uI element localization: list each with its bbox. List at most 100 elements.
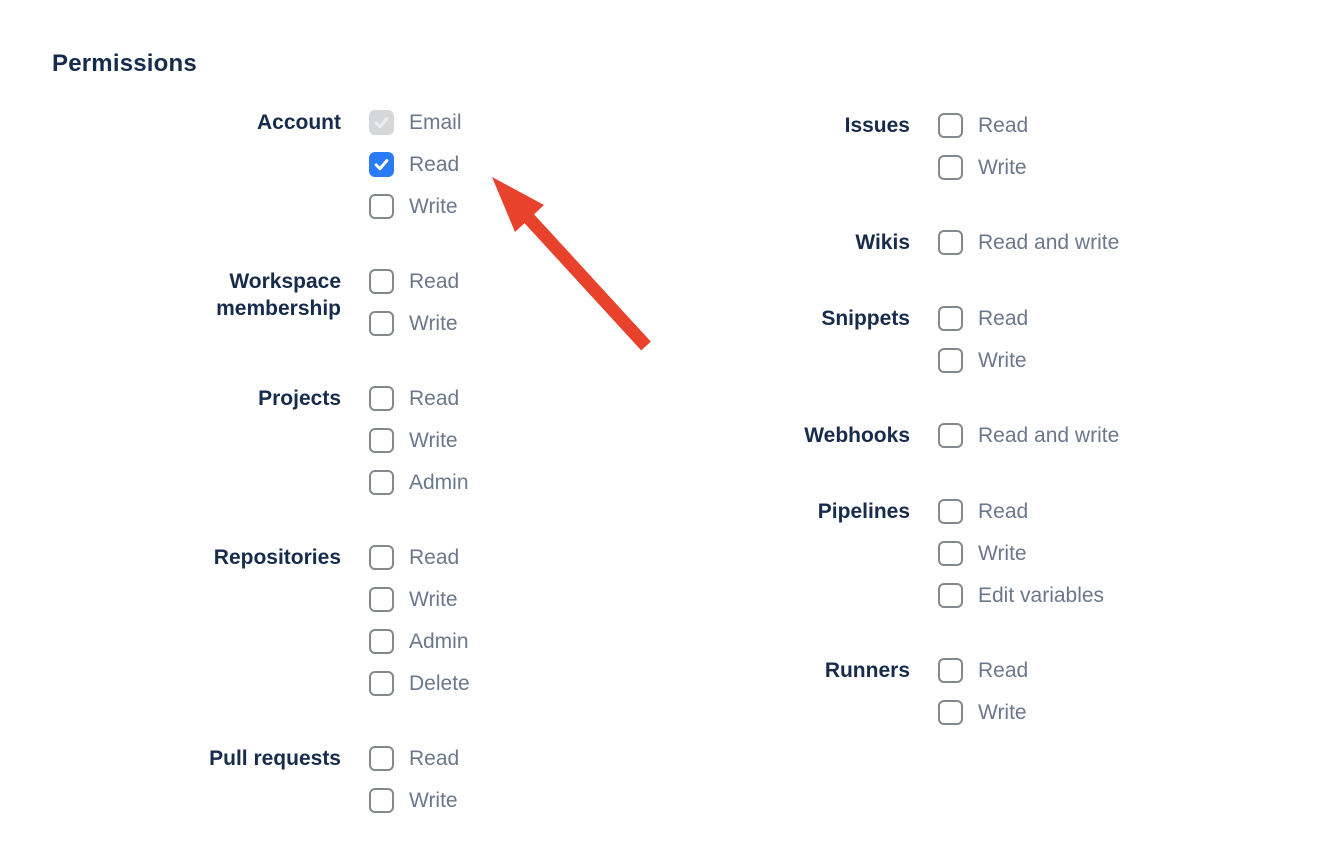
checkbox-issues-read[interactable] — [938, 113, 963, 138]
option-wikis-read-and-write[interactable]: Read and write — [938, 230, 1119, 255]
option-label-webhooks-read-and-write: Read and write — [978, 424, 1120, 447]
checkbox-runners-write[interactable] — [938, 700, 963, 725]
checkbox-workspace-membership-read[interactable] — [369, 269, 394, 294]
checkbox-webhooks-read-and-write[interactable] — [938, 423, 963, 448]
option-label-repositories-write: Write — [409, 588, 458, 611]
option-issues-read[interactable]: Read — [938, 113, 1028, 138]
checkbox-workspace-membership-write[interactable] — [369, 311, 394, 336]
checkbox-projects-write[interactable] — [369, 428, 394, 453]
option-projects-read[interactable]: Read — [369, 386, 469, 411]
option-label-projects-write: Write — [409, 429, 458, 452]
permissions-column-left: Account Email Read Write Workspace membe… — [52, 110, 470, 813]
option-label-account-read: Read — [409, 153, 460, 176]
permission-options: Read Write Admin — [369, 386, 469, 495]
group-label-wikis: Wikis — [855, 231, 910, 254]
group-label-projects: Projects — [258, 387, 341, 410]
group-issues: Issues Read Write — [660, 113, 1119, 180]
checkbox-projects-admin[interactable] — [369, 470, 394, 495]
group-label-repositories: Repositories — [213, 546, 341, 569]
option-label-runners-read: Read — [978, 659, 1029, 682]
checkbox-repositories-delete[interactable] — [369, 671, 394, 696]
option-workspace-membership-read[interactable]: Read — [369, 269, 459, 294]
option-issues-write[interactable]: Write — [938, 155, 1028, 180]
option-pipelines-edit-variables[interactable]: Edit variables — [938, 583, 1104, 608]
group-webhooks: Webhooks Read and write — [660, 423, 1119, 449]
option-label-pipelines-write: Write — [978, 542, 1027, 565]
option-workspace-membership-write[interactable]: Write — [369, 311, 459, 336]
option-label-repositories-admin: Admin — [409, 630, 469, 653]
permission-options: Read and write — [938, 423, 1119, 448]
option-webhooks-read-and-write[interactable]: Read and write — [938, 423, 1119, 448]
option-pipelines-write[interactable]: Write — [938, 541, 1104, 566]
group-repositories: Repositories Read Write Admin Delete — [52, 545, 470, 696]
option-label-pull-requests-read: Read — [409, 747, 460, 770]
group-projects: Projects Read Write Admin — [52, 386, 470, 495]
option-runners-write[interactable]: Write — [938, 700, 1028, 725]
checkbox-snippets-read[interactable] — [938, 306, 963, 331]
permission-options: Read Write Admin Delete — [369, 545, 470, 696]
option-label-pipelines-read: Read — [978, 500, 1029, 523]
group-label-issues: Issues — [844, 114, 910, 137]
option-snippets-read[interactable]: Read — [938, 306, 1028, 331]
option-label-repositories-delete: Delete — [409, 672, 470, 695]
option-projects-write[interactable]: Write — [369, 428, 469, 453]
option-snippets-write[interactable]: Write — [938, 348, 1028, 373]
group-label-snippets: Snippets — [821, 307, 910, 330]
option-repositories-delete[interactable]: Delete — [369, 671, 470, 696]
checkbox-pull-requests-write[interactable] — [369, 788, 394, 813]
checkbox-issues-write[interactable] — [938, 155, 963, 180]
group-wikis: Wikis Read and write — [660, 230, 1119, 256]
checkbox-projects-read[interactable] — [369, 386, 394, 411]
option-pull-requests-write[interactable]: Write — [369, 788, 459, 813]
group-label-webhooks: Webhooks — [804, 424, 910, 447]
checkbox-repositories-read[interactable] — [369, 545, 394, 570]
checkbox-repositories-write[interactable] — [369, 587, 394, 612]
group-pipelines: Pipelines Read Write Edit variables — [660, 499, 1119, 608]
option-runners-read[interactable]: Read — [938, 658, 1028, 683]
checkbox-account-read[interactable] — [369, 152, 394, 177]
option-label-pull-requests-write: Write — [409, 789, 458, 812]
option-label-workspace-membership-write: Write — [409, 312, 458, 335]
checkbox-snippets-write[interactable] — [938, 348, 963, 373]
checkbox-pull-requests-read[interactable] — [369, 746, 394, 771]
option-label-account-write: Write — [409, 195, 458, 218]
checkbox-pipelines-edit-variables[interactable] — [938, 583, 963, 608]
option-account-write[interactable]: Write — [369, 194, 462, 219]
option-label-pipelines-edit-variables: Edit variables — [978, 584, 1105, 607]
group-snippets: Snippets Read Write — [660, 306, 1119, 373]
option-label-snippets-write: Write — [978, 349, 1027, 372]
checkbox-pipelines-read[interactable] — [938, 499, 963, 524]
permission-options: Read and write — [938, 230, 1119, 255]
permission-options: Email Read Write — [369, 110, 462, 219]
option-account-read[interactable]: Read — [369, 152, 462, 177]
option-label-issues-write: Write — [978, 156, 1027, 179]
option-repositories-read[interactable]: Read — [369, 545, 470, 570]
permission-options: Read Write — [938, 306, 1028, 373]
checkbox-repositories-admin[interactable] — [369, 629, 394, 654]
group-workspace-membership: Workspace membership Read Write — [52, 269, 470, 336]
checkbox-runners-read[interactable] — [938, 658, 963, 683]
group-label-runners: Runners — [824, 659, 910, 682]
option-account-email[interactable]: Email — [369, 110, 462, 135]
option-pipelines-read[interactable]: Read — [938, 499, 1104, 524]
checkbox-pipelines-write[interactable] — [938, 541, 963, 566]
permission-options: Read Write — [369, 269, 459, 336]
group-pull-requests: Pull requests Read Write — [52, 746, 470, 813]
checkbox-account-write[interactable] — [369, 194, 394, 219]
group-label-workspace-membership: Workspace membership — [216, 270, 341, 320]
option-label-projects-read: Read — [409, 387, 460, 410]
checkbox-wikis-read-and-write[interactable] — [938, 230, 963, 255]
option-repositories-write[interactable]: Write — [369, 587, 470, 612]
permission-options: Read Write Edit variables — [938, 499, 1104, 608]
option-repositories-admin[interactable]: Admin — [369, 629, 470, 654]
option-label-runners-write: Write — [978, 701, 1027, 724]
option-label-snippets-read: Read — [978, 307, 1029, 330]
option-projects-admin[interactable]: Admin — [369, 470, 469, 495]
group-label-pull-requests: Pull requests — [209, 747, 341, 770]
option-pull-requests-read[interactable]: Read — [369, 746, 459, 771]
permission-options: Read Write — [369, 746, 459, 813]
option-label-issues-read: Read — [978, 114, 1029, 137]
group-label-pipelines: Pipelines — [817, 500, 910, 523]
option-label-wikis-read-and-write: Read and write — [978, 231, 1120, 254]
permission-options: Read Write — [938, 658, 1028, 725]
